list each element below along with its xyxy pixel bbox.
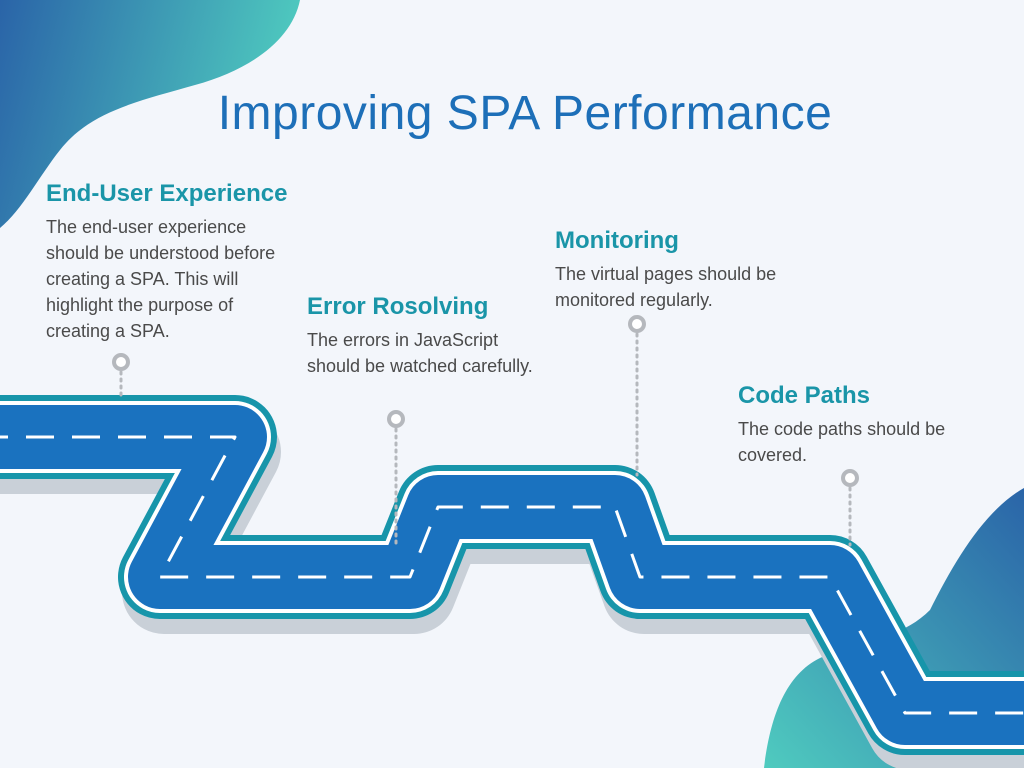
step-heading: Monitoring — [555, 227, 679, 254]
step-code-paths: Code Paths The code paths should be cove… — [738, 382, 978, 468]
pin-4-marker — [841, 469, 859, 547]
step-end-user-experience: End-User Experience The end-user experie… — [46, 180, 291, 344]
step-description: The code paths should be covered. — [738, 419, 946, 465]
step-heading: Code Paths — [738, 382, 871, 409]
step-error-resolving: Error Rosolving The errors in JavaScript… — [307, 293, 542, 379]
pin-1-marker — [112, 353, 130, 402]
page-title: Improving SPA Performance — [217, 87, 833, 140]
step-heading: Error Rosolving — [307, 293, 489, 320]
pin-3-marker — [628, 315, 646, 477]
top-left-blob — [0, 0, 300, 228]
step-description: The virtual pages should be monitored re… — [555, 264, 777, 310]
step-description: The end-user experience should be unders… — [46, 217, 276, 341]
step-description: The errors in JavaScript should be watch… — [307, 330, 533, 376]
pin-2-marker — [387, 410, 405, 547]
step-monitoring: Monitoring The virtual pages should be m… — [555, 227, 795, 313]
step-heading: End-User Experience — [46, 180, 288, 207]
winding-road — [0, 395, 1024, 768]
road-center-dashes — [0, 435, 1024, 715]
